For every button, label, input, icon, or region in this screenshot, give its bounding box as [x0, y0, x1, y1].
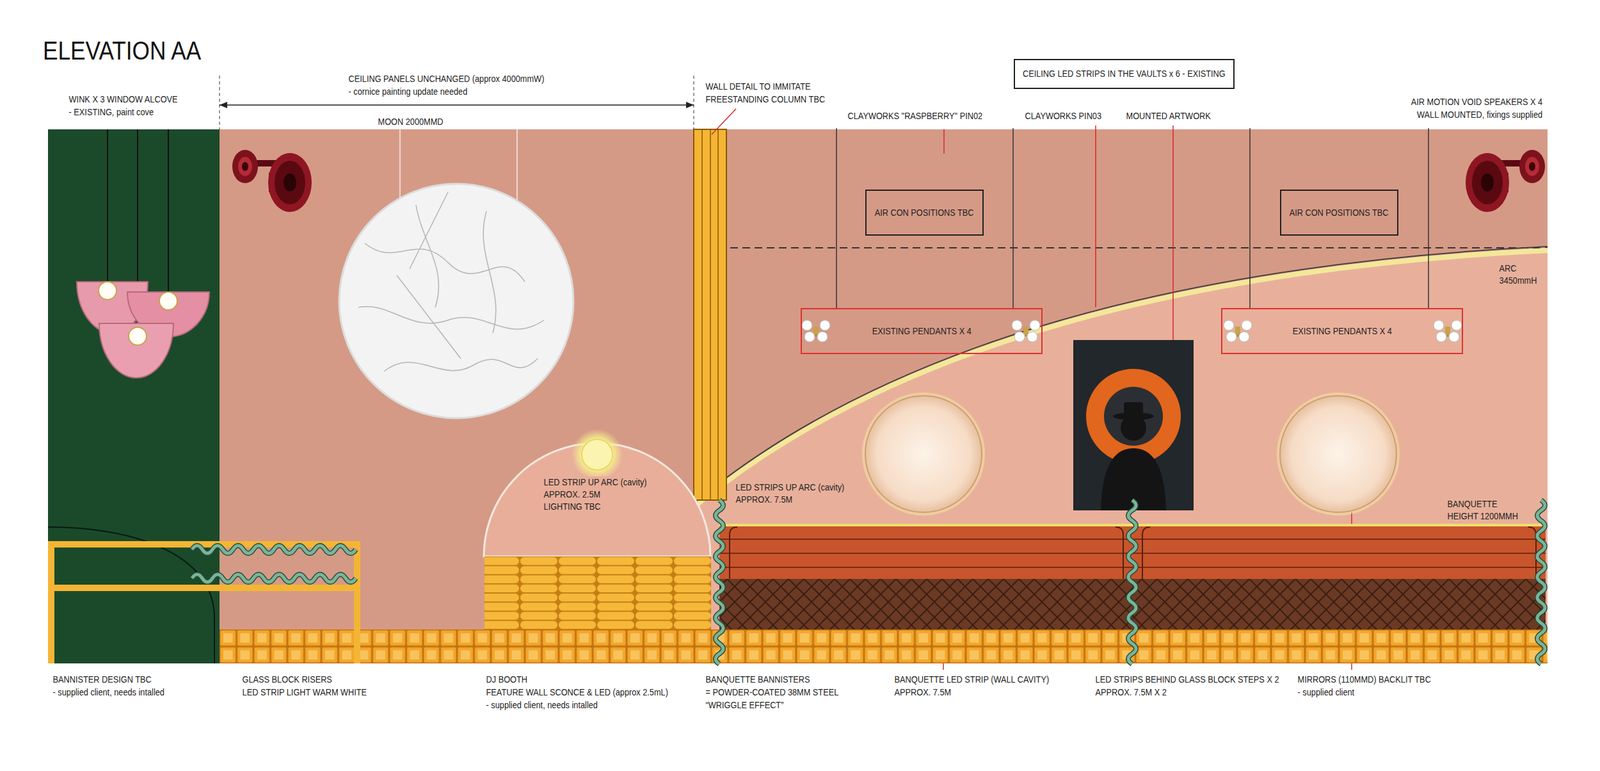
callout-text: 3450mmH [1497, 274, 1539, 287]
box-text: AIR CON POSITIONS TBC [1289, 206, 1389, 219]
sheet-title: ELEVATION AA [42, 35, 201, 66]
callout-text: MOON 2000MMD [376, 115, 445, 128]
aircon-box: AIR CON POSITIONS TBC [865, 189, 984, 236]
callout-text: WALL MOUNTED, fixings supplied [1415, 108, 1545, 121]
callout-text: BANQUETTE BANNISTERS [704, 673, 812, 685]
aircon-box: AIR CON POSITIONS TBC [1280, 189, 1399, 236]
box-text: AIR CON POSITIONS TBC [874, 206, 975, 219]
callout-text: BANQUETTE [1445, 497, 1499, 510]
callout-text: “WRIGGLE EFFECT” [704, 698, 786, 711]
callout-text: - cornice painting update needed [346, 85, 470, 98]
callout-text: AIR MOTION VOID SPEAKERS X 4 [1409, 96, 1545, 108]
callout-text: - supplied client, needs intalled [484, 698, 600, 711]
callout-text: LED STRIPS BEHIND GLASS BLOCK STEPS X 2 [1093, 673, 1281, 685]
pendant-box: EXISTING PENDANTS X 4 [800, 307, 1043, 354]
callout-text: FEATURE WALL SCONCE & LED (approx 2.5mL) [484, 686, 670, 698]
callout-text: DJ BOOTH [484, 673, 530, 685]
callout-text: BANNISTER DESIGN TBC [51, 673, 153, 685]
callout-text: CLAYWORKS PIN03 [1023, 110, 1104, 122]
callout-text: - supplied client [1296, 686, 1357, 698]
callout-text: HEIGHT 1200MMH [1445, 510, 1520, 522]
callout-text: CEILING PANELS UNCHANGED (approx 4000mmW… [346, 72, 546, 85]
callout-text: CLAYWORKS "RASPBERRY" PIN02 [846, 110, 985, 122]
callout-text: MOUNTED ARTWORK [1124, 110, 1213, 122]
callout-text: MIRRORS (110MMD) BACKLIT TBC [1296, 673, 1433, 685]
callout-text: LED STRIP UP ARC (cavity) [542, 476, 649, 488]
callout-text: APPROX. 7.5M X 2 [1093, 686, 1168, 698]
callout-text: WINK X 3 WINDOW ALCOVE [67, 93, 180, 105]
callout-text: GLASS BLOCK RISERS [240, 673, 334, 685]
callout-text: LED STRIPS UP ARC (cavity) [734, 481, 847, 493]
callout-text: FREESTANDING COLUMN TBC [704, 93, 827, 105]
callout-text: - supplied client, needs intalled [51, 686, 166, 698]
callout-text: APPROX. 7.5M [734, 493, 795, 505]
box-text: EXISTING PENDANTS X 4 [1292, 325, 1392, 337]
callout-text: - EXISTING, paint cove [67, 106, 156, 118]
note-box: CEILING LED STRIPS IN THE VAULTS x 6 - E… [1013, 58, 1235, 89]
callout-text: APPROX. 7.5M [892, 686, 953, 698]
pendant-box: EXISTING PENDANTS X 4 [1221, 307, 1464, 354]
box-text: CEILING LED STRIPS IN THE VAULTS x 6 - E… [1022, 67, 1226, 80]
callout-text: LED STRIP LIGHT WARM WHITE [240, 686, 369, 698]
callout-text: LIGHTING TBC [542, 500, 603, 512]
box-text: EXISTING PENDANTS X 4 [871, 325, 971, 337]
callout-text: ARC [1497, 262, 1519, 274]
callout-text: APPROX. 2.5M [542, 488, 603, 500]
callout-text: WALL DETAIL TO IMMITATE [704, 80, 813, 93]
callout-text: BANQUETTE LED STRIP (WALL CAVITY) [892, 673, 1051, 685]
callout-text: = POWDER-COATED 38MM STEEL [704, 686, 841, 698]
